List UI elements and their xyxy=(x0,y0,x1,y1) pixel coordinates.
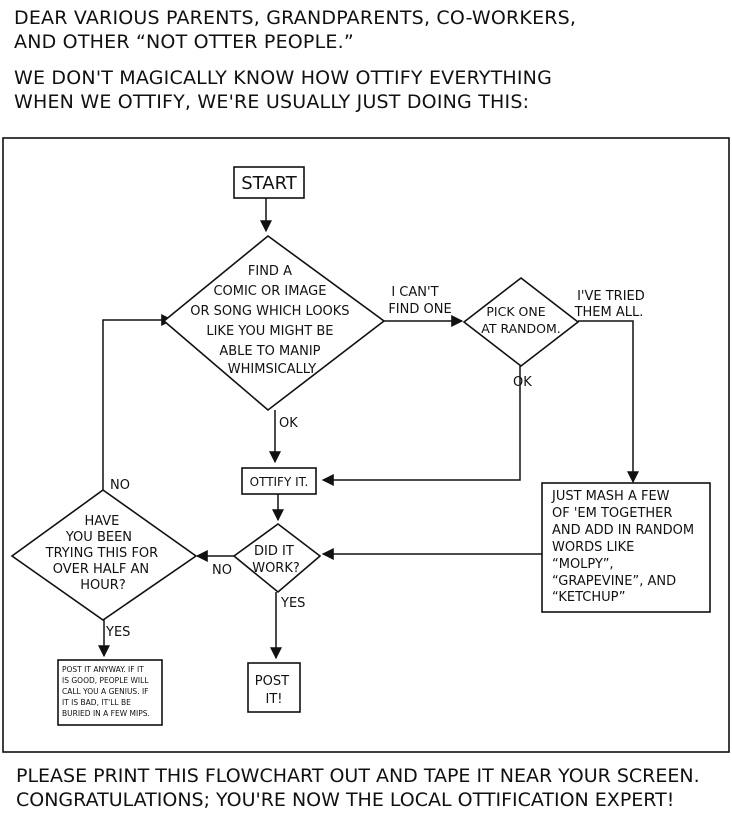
intro-line-3: WE DON'T MAGICALLY KNOW HOW OTTIFY EVERY… xyxy=(14,67,553,89)
anyway-label: POST IT ANYWAY. IF IT IS GOOD, PEOPLE WI… xyxy=(62,665,151,718)
no-work-label: NO xyxy=(212,563,232,578)
mash-box xyxy=(541,482,711,613)
ok-find-label: OK xyxy=(279,416,298,431)
post-box xyxy=(247,662,301,713)
tried-label: I'VE TRIED THEM ALL. xyxy=(574,289,649,320)
ottify-label: OTTIFY IT. xyxy=(250,475,309,489)
start-label: START xyxy=(241,173,298,194)
intro-line-1: DEAR VARIOUS PARENTS, GRANDPARENTS, CO-W… xyxy=(14,7,577,29)
work-diamond xyxy=(232,523,322,594)
half-label: HAVE YOU BEEN TRYING THIS FOR OVER HALF … xyxy=(45,514,163,593)
arrow-pick-to-mash xyxy=(578,320,639,484)
yes-work-label: YES xyxy=(280,596,305,611)
pick-label: PICK ONE AT RANDOM. xyxy=(481,304,561,336)
no-half-label: NO xyxy=(110,478,130,493)
yes-half-label: YES xyxy=(105,625,130,640)
find-label: FIND A COMIC OR IMAGE OR SONG WHICH LOOK… xyxy=(190,264,353,377)
intro-text-2: WE DON'T MAGICALLY KNOW HOW OTTIFY EVERY… xyxy=(14,66,552,114)
intro-line-4: WHEN WE OTTIFY, WE'RE USUALLY JUST DOING… xyxy=(14,91,530,113)
start-box xyxy=(233,166,305,199)
mash-label: JUST MASH A FEW OF 'EM TOGETHER AND ADD … xyxy=(551,489,698,605)
panel-border xyxy=(2,137,730,753)
intro-text: DEAR VARIOUS PARENTS, GRANDPARENTS, CO-W… xyxy=(14,6,576,54)
post-label: POST IT! xyxy=(255,674,293,707)
half-diamond xyxy=(10,489,198,621)
work-label: DID IT WORK? xyxy=(252,544,300,576)
intro-line-2: AND OTHER “NOT OTTER PEOPLE.” xyxy=(14,31,354,53)
cant-find-label: I CAN'T FIND ONE xyxy=(388,285,451,317)
closing-line-1: PLEASE PRINT THIS FLOWCHART OUT AND TAPE… xyxy=(16,765,700,787)
ottify-box xyxy=(241,467,317,495)
find-diamond xyxy=(162,234,386,412)
closing-text: PLEASE PRINT THIS FLOWCHART OUT AND TAPE… xyxy=(16,764,700,812)
pick-diamond xyxy=(462,276,580,368)
arrow-half-to-find xyxy=(102,314,174,490)
arrow-pick-to-ottify xyxy=(321,366,521,486)
anyway-box xyxy=(57,659,163,726)
ok-pick-label: OK xyxy=(513,375,532,390)
closing-line-2: CONGRATULATIONS; YOU'RE NOW THE LOCAL OT… xyxy=(16,789,675,811)
